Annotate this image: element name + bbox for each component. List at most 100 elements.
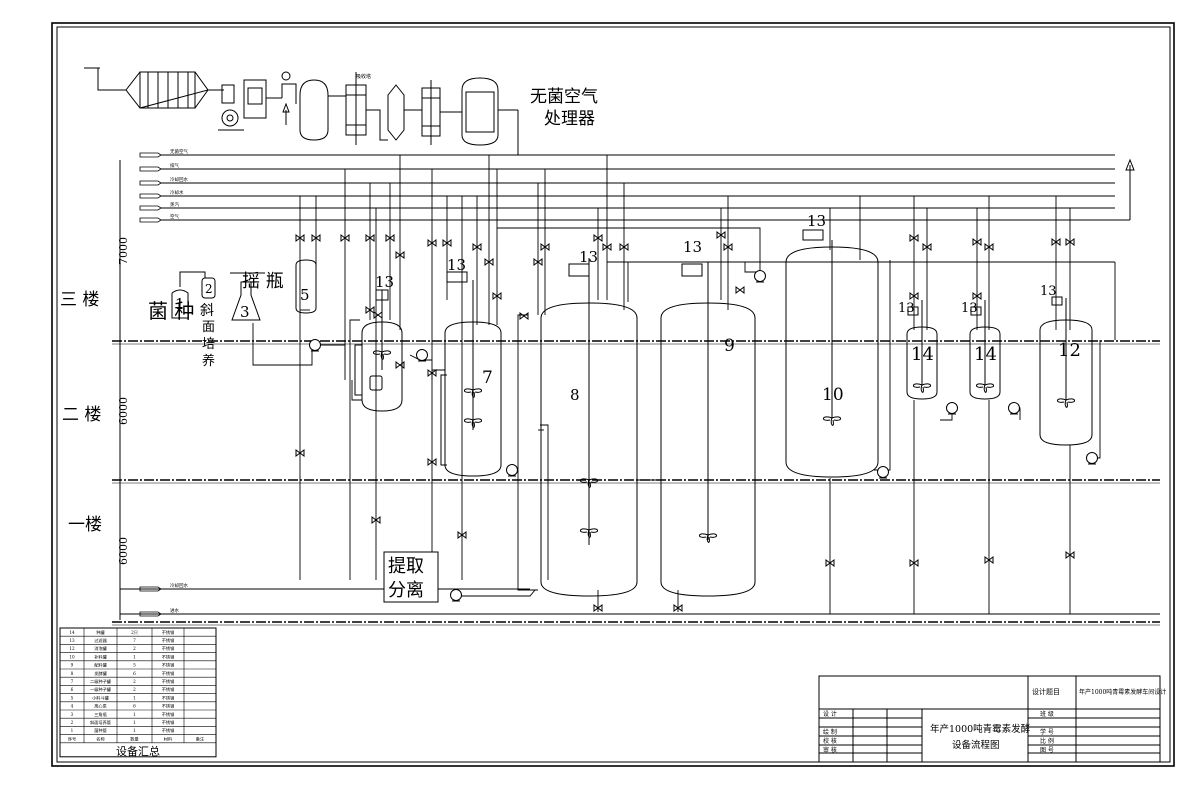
table-cell: 4 <box>71 704 74 709</box>
slant-char-1: 斜 <box>200 303 214 319</box>
filter-label-d: 13 <box>683 238 702 256</box>
fermenter <box>540 258 638 597</box>
table-cell: 不锈钢 <box>162 645 175 652</box>
table-cell: 不锈钢 <box>162 703 175 710</box>
equipment-label-2: 2 <box>205 282 213 296</box>
table-cell: 5 <box>133 663 136 668</box>
batching-tank <box>660 262 756 597</box>
label-drawing-no: 图 号 <box>1040 747 1054 754</box>
table-cell: 不锈钢 <box>162 711 175 718</box>
table-cell: 1 <box>71 728 74 733</box>
table-cell: 三角瓶 <box>94 711 107 718</box>
table-cell: 不锈钢 <box>162 678 175 685</box>
height-second: 6000 <box>117 397 130 425</box>
seed-prep <box>171 259 317 321</box>
table-header-cell: 名称 <box>96 735 104 742</box>
table-cell: 一级种子罐 <box>90 686 112 693</box>
table-cell: 6 <box>71 687 74 692</box>
role-checker: 校 核 <box>823 737 837 745</box>
pipe-inlets <box>139 152 162 223</box>
table-cell: 2 <box>71 720 74 725</box>
floor-label-first: 一楼 <box>68 515 102 535</box>
label-student-id: 学 号 <box>1040 728 1054 736</box>
extraction-box <box>383 551 439 603</box>
table-cell: 6 <box>133 671 136 676</box>
equipment-label-3: 3 <box>240 303 250 321</box>
table-cell: 1 <box>133 654 136 659</box>
table-cell: 离心泵 <box>94 703 107 710</box>
outer-frame <box>51 22 1175 767</box>
seed-tank-primary <box>354 289 403 412</box>
table-cell: 6 <box>133 704 136 709</box>
table-border <box>59 627 217 758</box>
table-cell: 1 <box>133 728 136 733</box>
table-cell: 1 <box>133 695 136 700</box>
floor-label-second: 二 楼 <box>62 405 101 425</box>
seed-vessel-a <box>906 300 938 400</box>
impeller-vessel-b <box>975 383 995 393</box>
table-cell: 2 <box>133 646 136 651</box>
pipe-label-sterile-air: 无菌空气 <box>170 148 188 155</box>
table-cell: 3 <box>71 712 74 717</box>
table-cell: 不锈钢 <box>162 686 175 693</box>
table-cell: 不锈钢 <box>162 637 175 644</box>
air-unit-label-2: 处理器 <box>544 109 595 129</box>
label-class: 班 级 <box>1040 710 1054 718</box>
filter-label-e: 13 <box>807 212 826 230</box>
extraction-label-1: 提取 <box>388 556 424 577</box>
table-cell: 1 <box>133 712 136 717</box>
table-cell: 5 <box>71 695 74 700</box>
table-cell: 2 <box>133 679 136 684</box>
table-cell: 9 <box>71 663 74 668</box>
equipment-label-10: 10 <box>822 385 844 405</box>
height-third: 7000 <box>117 237 130 265</box>
impeller-feed <box>822 416 842 426</box>
table-cell: 不锈钢 <box>162 653 175 660</box>
table-cell: 配料罐 <box>94 662 107 669</box>
table-cell: 2 <box>133 687 136 692</box>
floor-label-third: 三 楼 <box>60 290 99 310</box>
pipe-label-water-in: 进水 <box>170 607 179 614</box>
table-cell: 8 <box>71 671 74 676</box>
equipment-label-1: 1 <box>175 295 185 313</box>
design-topic-value: 年产1000吨青霉素发酵车间设计 <box>1079 688 1166 696</box>
air-treatment-train <box>84 67 519 155</box>
filter-label-b: 13 <box>447 256 466 274</box>
table-cell: 7 <box>133 638 136 643</box>
table-cell: 菌种管 <box>94 727 107 734</box>
table-cell: 1 <box>133 720 136 725</box>
equipment-label-12: 12 <box>1058 340 1081 361</box>
table-cell: 小料斗罐 <box>92 694 110 701</box>
pipe-label-return-water: 冷却回水 <box>170 582 188 589</box>
extraction-label-2: 分离 <box>388 580 424 601</box>
table-header-cell: 备注 <box>196 735 205 742</box>
table-cell: 发酵罐 <box>94 670 107 677</box>
drawing-title-2: 设备流程图 <box>952 739 1000 751</box>
label-scale: 比 例 <box>1040 737 1054 745</box>
pipe-label-exhaust: 排气 <box>170 162 179 169</box>
table-header-cell: 数量 <box>130 735 138 742</box>
absorber-tag: 吸收塔 <box>356 73 371 80</box>
table-cell: 种罐 <box>96 629 105 636</box>
drawing-title-1: 年产1000吨青霉素发酵 <box>930 723 1031 735</box>
pipe-label-cooling-water: 冷却水 <box>170 189 184 196</box>
header-drops <box>299 155 1071 580</box>
table-cell: 12 <box>69 646 75 651</box>
table-cell: 不锈钢 <box>162 727 175 734</box>
table-header-cell: 材料 <box>164 735 173 742</box>
table-cell: 不锈钢 <box>162 719 175 726</box>
defoamer-tank <box>1039 296 1093 446</box>
impeller-vessel-a <box>912 383 932 393</box>
table-cell: 不锈钢 <box>162 694 175 701</box>
filter-label-c: 13 <box>579 248 598 266</box>
inner-frame <box>56 26 1171 763</box>
equipment-label-14a: 14 <box>911 344 934 365</box>
seed-vessel-b <box>969 300 1001 400</box>
bottom-inlets <box>139 586 162 617</box>
table-cell: 二级种子罐 <box>90 678 112 685</box>
role-reviewer: 审 核 <box>823 746 837 754</box>
impeller-defoamer <box>1056 398 1076 408</box>
